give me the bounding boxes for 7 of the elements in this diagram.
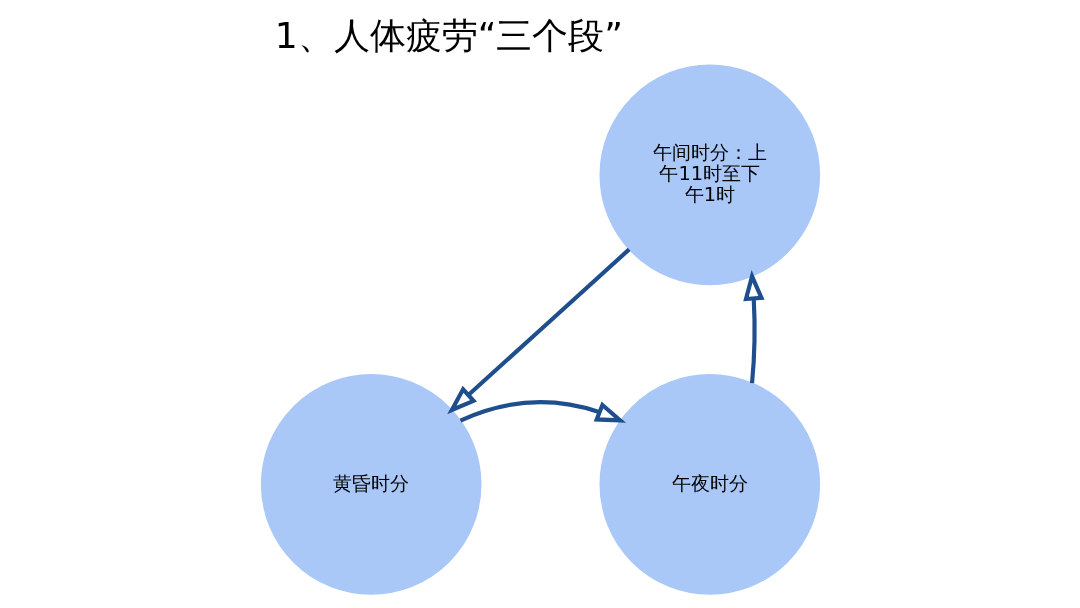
arrow [446, 247, 631, 415]
arrow [742, 270, 765, 384]
node-circle: 黄昏时分 [260, 374, 481, 595]
arrow [459, 400, 626, 423]
node-circle: 午间时分：上午11时至下午1时 [599, 64, 820, 286]
node-circle: 午夜时分 [599, 374, 820, 595]
diagram-title: 1、人体疲劳“三个段” [274, 15, 623, 58]
